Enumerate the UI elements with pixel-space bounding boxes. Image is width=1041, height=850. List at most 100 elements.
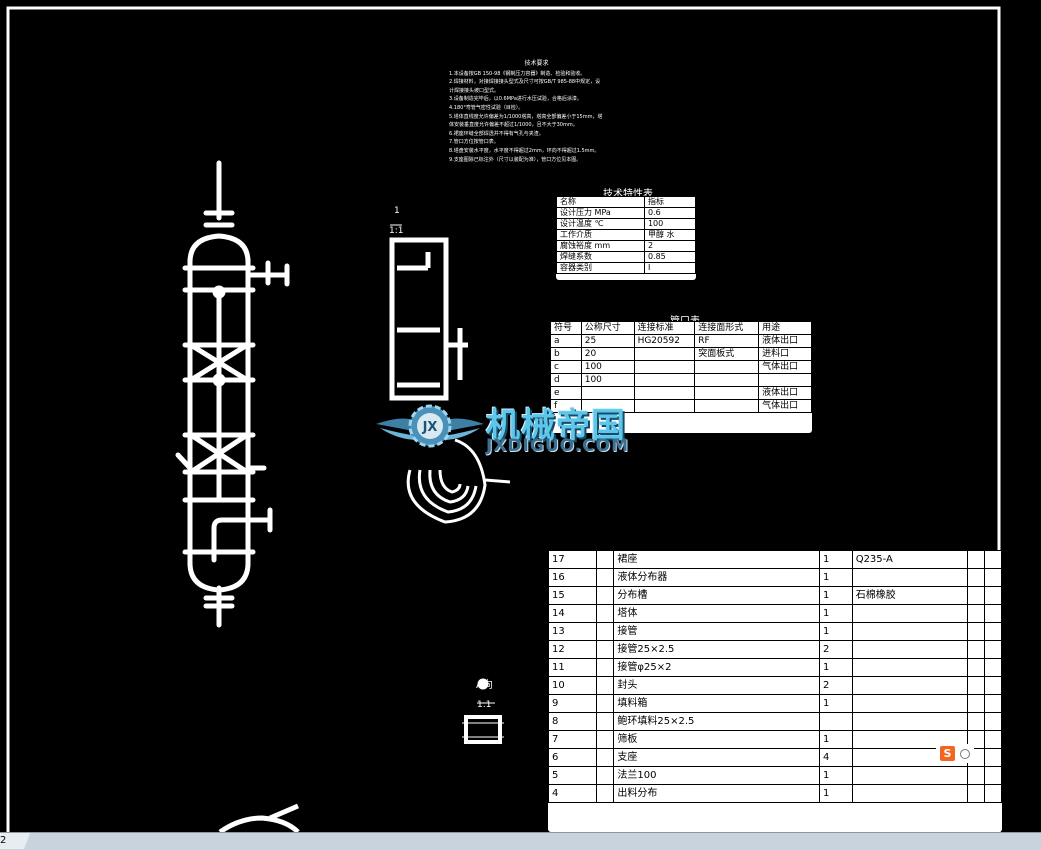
table-cell: 17 [547, 550, 598, 569]
table-cell: 1 [818, 730, 853, 749]
layout-tab[interactable]: 2 [0, 833, 30, 849]
table-cell: a [550, 334, 582, 348]
table-cell: HG20592 [633, 334, 696, 348]
table-header-row: 符号公称尺寸连接标准连接面形式用途 [550, 321, 812, 335]
table-cell: 设计温度 ℃ [556, 218, 645, 230]
table-cell: 公称尺寸 [580, 321, 635, 335]
table-cell [966, 766, 985, 785]
table-cell [596, 658, 615, 677]
table-cell: 指标 [643, 196, 697, 208]
cad-drawing [6, 6, 1001, 832]
table-cell: 容器类别 [556, 262, 645, 274]
table-cell [596, 694, 615, 713]
table-cell: 11 [547, 658, 598, 677]
table-cell: 连接标准 [633, 321, 696, 335]
table-cell [596, 766, 615, 785]
table-cell [966, 604, 985, 623]
sogou-input-icon[interactable]: S [940, 746, 955, 761]
svg-text:JX: JX [422, 420, 438, 435]
table-cell: 4 [818, 748, 853, 767]
table-cell [966, 676, 985, 695]
table-row: 名称指标 [556, 196, 697, 208]
table-cell [966, 658, 985, 677]
drawing-canvas[interactable]: 技术要求 1.本设备按GB 150-98《钢制压力容器》制造、检验和验收。 2.… [0, 0, 1041, 832]
ime-toolbar[interactable]: S [936, 744, 974, 763]
note-line: 计焊接接头坡口型式。 [449, 87, 500, 94]
table-cell: 裙座 [613, 550, 820, 569]
table-cell: 100 [580, 360, 635, 374]
view-a-label: A向 [476, 680, 493, 691]
table-cell: 用途 [758, 321, 812, 335]
table-cell [966, 712, 985, 731]
table-cell [596, 712, 615, 731]
table-cell: 甲醇 水 [643, 229, 697, 241]
table-cell [966, 568, 985, 587]
table-cell [983, 568, 1003, 587]
table-row: 工作介质甲醇 水 [556, 229, 697, 241]
table-cell [983, 748, 1003, 767]
table-cell [818, 712, 853, 731]
table-cell: 法兰100 [613, 766, 820, 785]
drawing-frame [6, 6, 1001, 832]
table-cell: 13 [547, 622, 598, 641]
table-cell: 25 [580, 334, 635, 348]
table-cell [983, 766, 1003, 785]
table-cell [580, 399, 635, 413]
note-line: 6.裙座环缝全部焊透并不得有气孔与夹渣。 [449, 130, 544, 137]
table-cell: 100 [580, 373, 635, 387]
table-cell [596, 784, 615, 803]
ime-settings-icon[interactable] [960, 749, 970, 759]
table-cell [966, 640, 985, 659]
table-cell: 腐蚀裕度 mm [556, 240, 645, 252]
table-cell: 7 [547, 730, 598, 749]
note-line: 4.180°弯管气密性试验（目检）。 [449, 104, 524, 111]
table-cell [966, 586, 985, 605]
table-cell: 2 [818, 640, 853, 659]
table-cell [983, 622, 1003, 641]
cone-detail [406, 438, 511, 524]
table-cell [596, 730, 615, 749]
table-cell: 1 [818, 766, 853, 785]
table-cell: 接管 [613, 622, 820, 641]
table-cell: 液体分布器 [613, 568, 820, 587]
table-cell: Ⅰ [643, 262, 697, 274]
table-cell: 进料口 [758, 347, 812, 361]
table-cell: 1 [818, 604, 853, 623]
note-line: 3.设备制造完毕后，以0.6MPa进行水压试验，合格后涂漆。 [449, 96, 582, 103]
table-cell: 气体出口 [758, 399, 812, 413]
table-cell [596, 586, 615, 605]
table-cell: RF [694, 334, 760, 348]
table-cell: b [550, 347, 582, 361]
layout-tab-label: 2 [0, 835, 7, 846]
table-cell: 4 [547, 784, 598, 803]
table-cell: 5 [547, 766, 598, 785]
table-cell [851, 676, 968, 695]
table-cell [633, 347, 696, 361]
spec-table-title: 技术特性表 [603, 189, 653, 200]
table-cell [966, 622, 985, 641]
table-cell: 突面板式 [694, 347, 760, 361]
table-cell [983, 658, 1003, 677]
table-cell [983, 784, 1003, 803]
table-cell: 14 [547, 604, 598, 623]
watermark-title: 机械帝国 [486, 406, 626, 446]
table-cell [983, 550, 1003, 569]
table-cell [851, 604, 968, 623]
table-cell [596, 676, 615, 695]
table-cell [851, 784, 968, 803]
note-line: 7.管口方位按管口表。 [449, 139, 499, 146]
